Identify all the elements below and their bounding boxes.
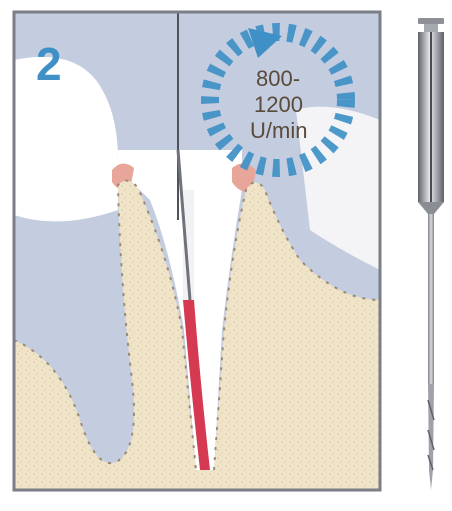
speed-line-2: 1200	[254, 92, 303, 117]
endodontic-file-icon	[418, 18, 444, 490]
step-number: 2	[36, 38, 62, 90]
tooth-panel	[14, 12, 380, 490]
speed-label: 800- 1200 U/min	[250, 66, 307, 143]
speed-line-1: 800-	[256, 66, 300, 91]
speed-line-3: U/min	[250, 118, 307, 143]
